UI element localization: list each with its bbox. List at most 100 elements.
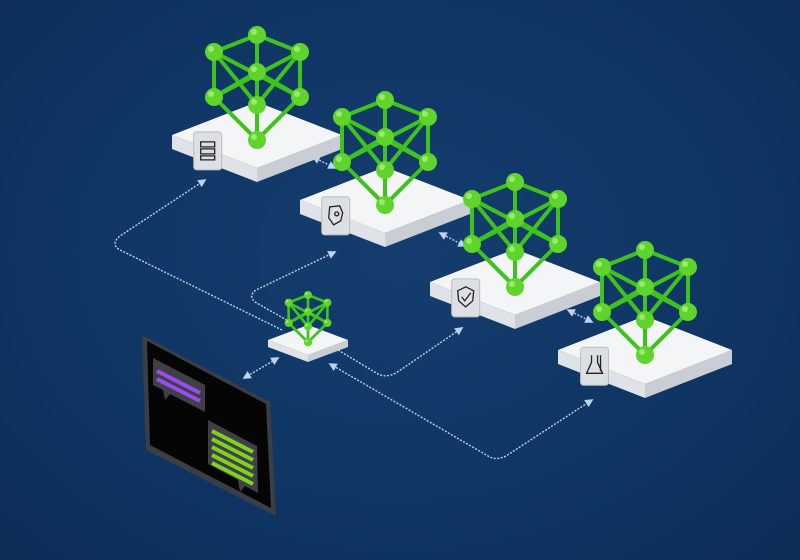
node-highlight xyxy=(251,66,257,72)
arrow-2 xyxy=(337,327,464,377)
network-node xyxy=(333,153,351,171)
neural-network xyxy=(333,91,437,214)
node-highlight xyxy=(324,320,328,323)
arrow-6 xyxy=(438,232,467,247)
lab-flask-icon xyxy=(580,346,610,386)
chat-line-purple xyxy=(156,377,201,403)
platforms xyxy=(172,26,732,398)
network-node xyxy=(506,173,524,191)
node-highlight xyxy=(466,193,472,199)
neural-network xyxy=(205,26,309,149)
platform-side-right xyxy=(385,200,470,247)
chat-line-purple xyxy=(156,369,201,395)
network-edge xyxy=(470,242,517,289)
network-node xyxy=(636,278,654,296)
node-highlight xyxy=(552,193,558,199)
network-edge xyxy=(212,50,259,107)
network-edge xyxy=(600,310,647,357)
network-node xyxy=(636,311,654,329)
network-node xyxy=(376,161,394,179)
node-highlight xyxy=(336,111,342,117)
icon-tab xyxy=(193,131,223,171)
network-node xyxy=(463,190,481,208)
platform-model-2 xyxy=(300,91,470,247)
neural-network xyxy=(284,290,332,347)
network-node xyxy=(205,88,223,106)
icon-glyph xyxy=(328,205,344,226)
network-node xyxy=(323,318,332,327)
node-highlight xyxy=(379,94,385,100)
network-node xyxy=(593,303,611,321)
node-highlight xyxy=(639,349,645,355)
node-highlight xyxy=(208,46,214,52)
network-edge xyxy=(255,50,302,107)
monitor xyxy=(142,335,276,516)
network-node xyxy=(291,88,309,106)
node-highlight xyxy=(379,199,385,205)
node-highlight xyxy=(639,281,645,287)
network-node xyxy=(284,298,293,307)
network-edge xyxy=(307,321,329,344)
node-highlight xyxy=(305,292,308,295)
network-edge xyxy=(340,115,387,172)
map-region-icon xyxy=(321,196,351,236)
icon-glyph xyxy=(200,141,216,161)
network-node xyxy=(284,318,293,327)
chat-line-green xyxy=(211,445,254,470)
network-node xyxy=(463,235,481,253)
neural-network xyxy=(593,241,697,364)
network-edge xyxy=(255,95,302,142)
neural-network xyxy=(463,173,567,296)
node-highlight xyxy=(251,29,257,35)
node-highlight xyxy=(509,281,515,287)
chat-line-green xyxy=(211,453,254,478)
arrow-4 xyxy=(242,357,280,379)
chat-line-green xyxy=(211,429,254,454)
network-node xyxy=(593,258,611,276)
arrow-1 xyxy=(251,251,337,323)
network-edge xyxy=(287,301,310,328)
document-stack-icon xyxy=(193,131,223,171)
arrow-7 xyxy=(566,309,594,323)
network-node xyxy=(333,108,351,126)
network-node xyxy=(291,43,309,61)
network-edge xyxy=(306,301,329,328)
node-highlight xyxy=(305,308,308,312)
icon-glyph xyxy=(457,286,475,308)
node-highlight xyxy=(552,238,558,244)
icon-tab xyxy=(580,346,610,386)
node-highlight xyxy=(336,156,342,162)
network-node xyxy=(506,278,524,296)
network-node xyxy=(679,258,697,276)
node-highlight xyxy=(251,134,257,140)
network-node xyxy=(248,131,266,149)
node-highlight xyxy=(294,46,300,52)
node-highlight xyxy=(324,299,328,303)
network-node xyxy=(303,322,313,331)
node-highlight xyxy=(305,323,308,327)
network-node xyxy=(248,63,266,81)
node-highlight xyxy=(285,299,289,303)
platform-side-right xyxy=(645,350,732,398)
network-node xyxy=(679,303,697,321)
node-highlight xyxy=(596,306,602,312)
node-highlight xyxy=(379,131,385,137)
shield-check-icon xyxy=(451,278,481,318)
node-highlight xyxy=(251,99,257,105)
platform-side-right xyxy=(257,135,342,182)
arrow-0 xyxy=(114,179,283,331)
node-highlight xyxy=(682,261,688,267)
icon-tab xyxy=(451,278,481,318)
node-highlight xyxy=(509,176,515,182)
platform-router xyxy=(268,290,348,362)
node-highlight xyxy=(208,91,214,97)
network-edge xyxy=(513,197,560,254)
network-edge xyxy=(600,265,647,322)
platform-model-4 xyxy=(558,241,732,398)
icon-glyph xyxy=(585,355,604,374)
platform-side-left xyxy=(268,340,308,362)
network-node xyxy=(248,96,266,114)
network-edge xyxy=(287,321,309,344)
node-highlight xyxy=(305,339,308,343)
